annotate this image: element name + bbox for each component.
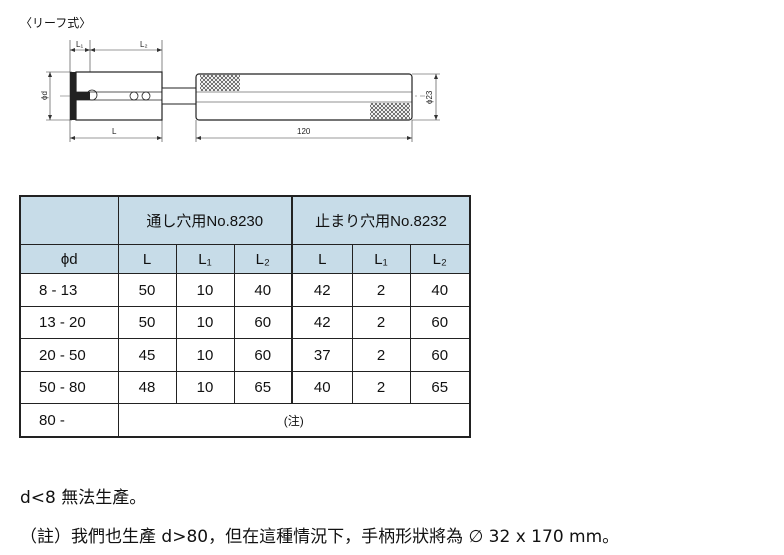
- cell-l: 50: [117, 273, 177, 307]
- cell-l: 42: [291, 305, 353, 340]
- cell-l2: 65: [233, 370, 293, 405]
- footnote-min-size: d<8 無法生產。: [20, 488, 147, 508]
- cell-l: 42: [291, 273, 353, 307]
- table-row: 8 - 13 50 10 40 42 2 40: [19, 273, 471, 307]
- cell-l: 50: [117, 305, 177, 340]
- cell-l: 40: [291, 370, 353, 405]
- label-l: L: [112, 127, 117, 136]
- cell-d: 8 - 13: [19, 273, 119, 307]
- technical-drawing: L₁ L₂ L 120 ϕd ϕ23: [40, 40, 440, 142]
- cell-l1: 2: [351, 338, 411, 372]
- cell-l: 48: [117, 370, 177, 405]
- header-blind-hole: 止まり穴用No.8232: [291, 195, 471, 245]
- label-length: 120: [297, 127, 311, 136]
- table-sub-header-row: ϕd L L₁ L₂ L L₁ L₂: [19, 243, 471, 275]
- cell-l2: 60: [233, 338, 293, 372]
- cell-note: (注): [117, 403, 471, 438]
- cell-l2: 65: [409, 370, 471, 405]
- cell-l1: 2: [351, 370, 411, 405]
- label-phi-23: ϕ23: [425, 90, 434, 104]
- cell-l: 37: [291, 338, 353, 372]
- header-l: L: [117, 243, 177, 275]
- cell-d: 50 - 80: [19, 370, 119, 405]
- label-l1: L₁: [76, 40, 83, 49]
- cell-l1: 2: [351, 305, 411, 340]
- figure-title: 〈リーフ式〉: [20, 16, 92, 30]
- table-row: 20 - 50 45 10 60 37 2 60: [19, 338, 471, 372]
- cell-l2: 60: [233, 305, 293, 340]
- spec-table: 通し穴用No.8230 止まり穴用No.8232 ϕd L L₁ L₂ L L₁…: [19, 195, 472, 438]
- header-empty-cell: [19, 195, 119, 245]
- cell-d: 13 - 20: [19, 305, 119, 340]
- cell-d: 80 -: [19, 403, 119, 438]
- cell-l2: 60: [409, 305, 471, 340]
- footnote-large-size: （註）我們也生產 d>80，但在這種情況下，手柄形狀將為 ∅ 32 x 170 …: [20, 527, 620, 547]
- header-l1: L₁: [175, 243, 235, 275]
- cell-l1: 10: [175, 273, 235, 307]
- cell-l1: 10: [175, 370, 235, 405]
- cell-l2: 60: [409, 338, 471, 372]
- label-l2: L₂: [140, 40, 148, 49]
- header-l2: L₂: [409, 243, 471, 275]
- header-l: L: [291, 243, 353, 275]
- header-l2: L₂: [233, 243, 293, 275]
- cell-l1: 10: [175, 305, 235, 340]
- cell-l1: 2: [351, 273, 411, 307]
- table-row: 13 - 20 50 10 60 42 2 60: [19, 305, 471, 340]
- header-through-hole: 通し穴用No.8230: [117, 195, 293, 245]
- header-phi-d: ϕd: [19, 243, 119, 275]
- cell-d: 20 - 50: [19, 338, 119, 372]
- cell-l2: 40: [233, 273, 293, 307]
- table-row: 50 - 80 48 10 65 40 2 65: [19, 370, 471, 405]
- header-l1: L₁: [351, 243, 411, 275]
- table-row: 80 - (注): [19, 403, 471, 438]
- cell-l1: 10: [175, 338, 235, 372]
- cell-l: 45: [117, 338, 177, 372]
- label-phi-d: ϕd: [40, 91, 49, 100]
- cell-l2: 40: [409, 273, 471, 307]
- table-group-header-row: 通し穴用No.8230 止まり穴用No.8232: [19, 195, 471, 245]
